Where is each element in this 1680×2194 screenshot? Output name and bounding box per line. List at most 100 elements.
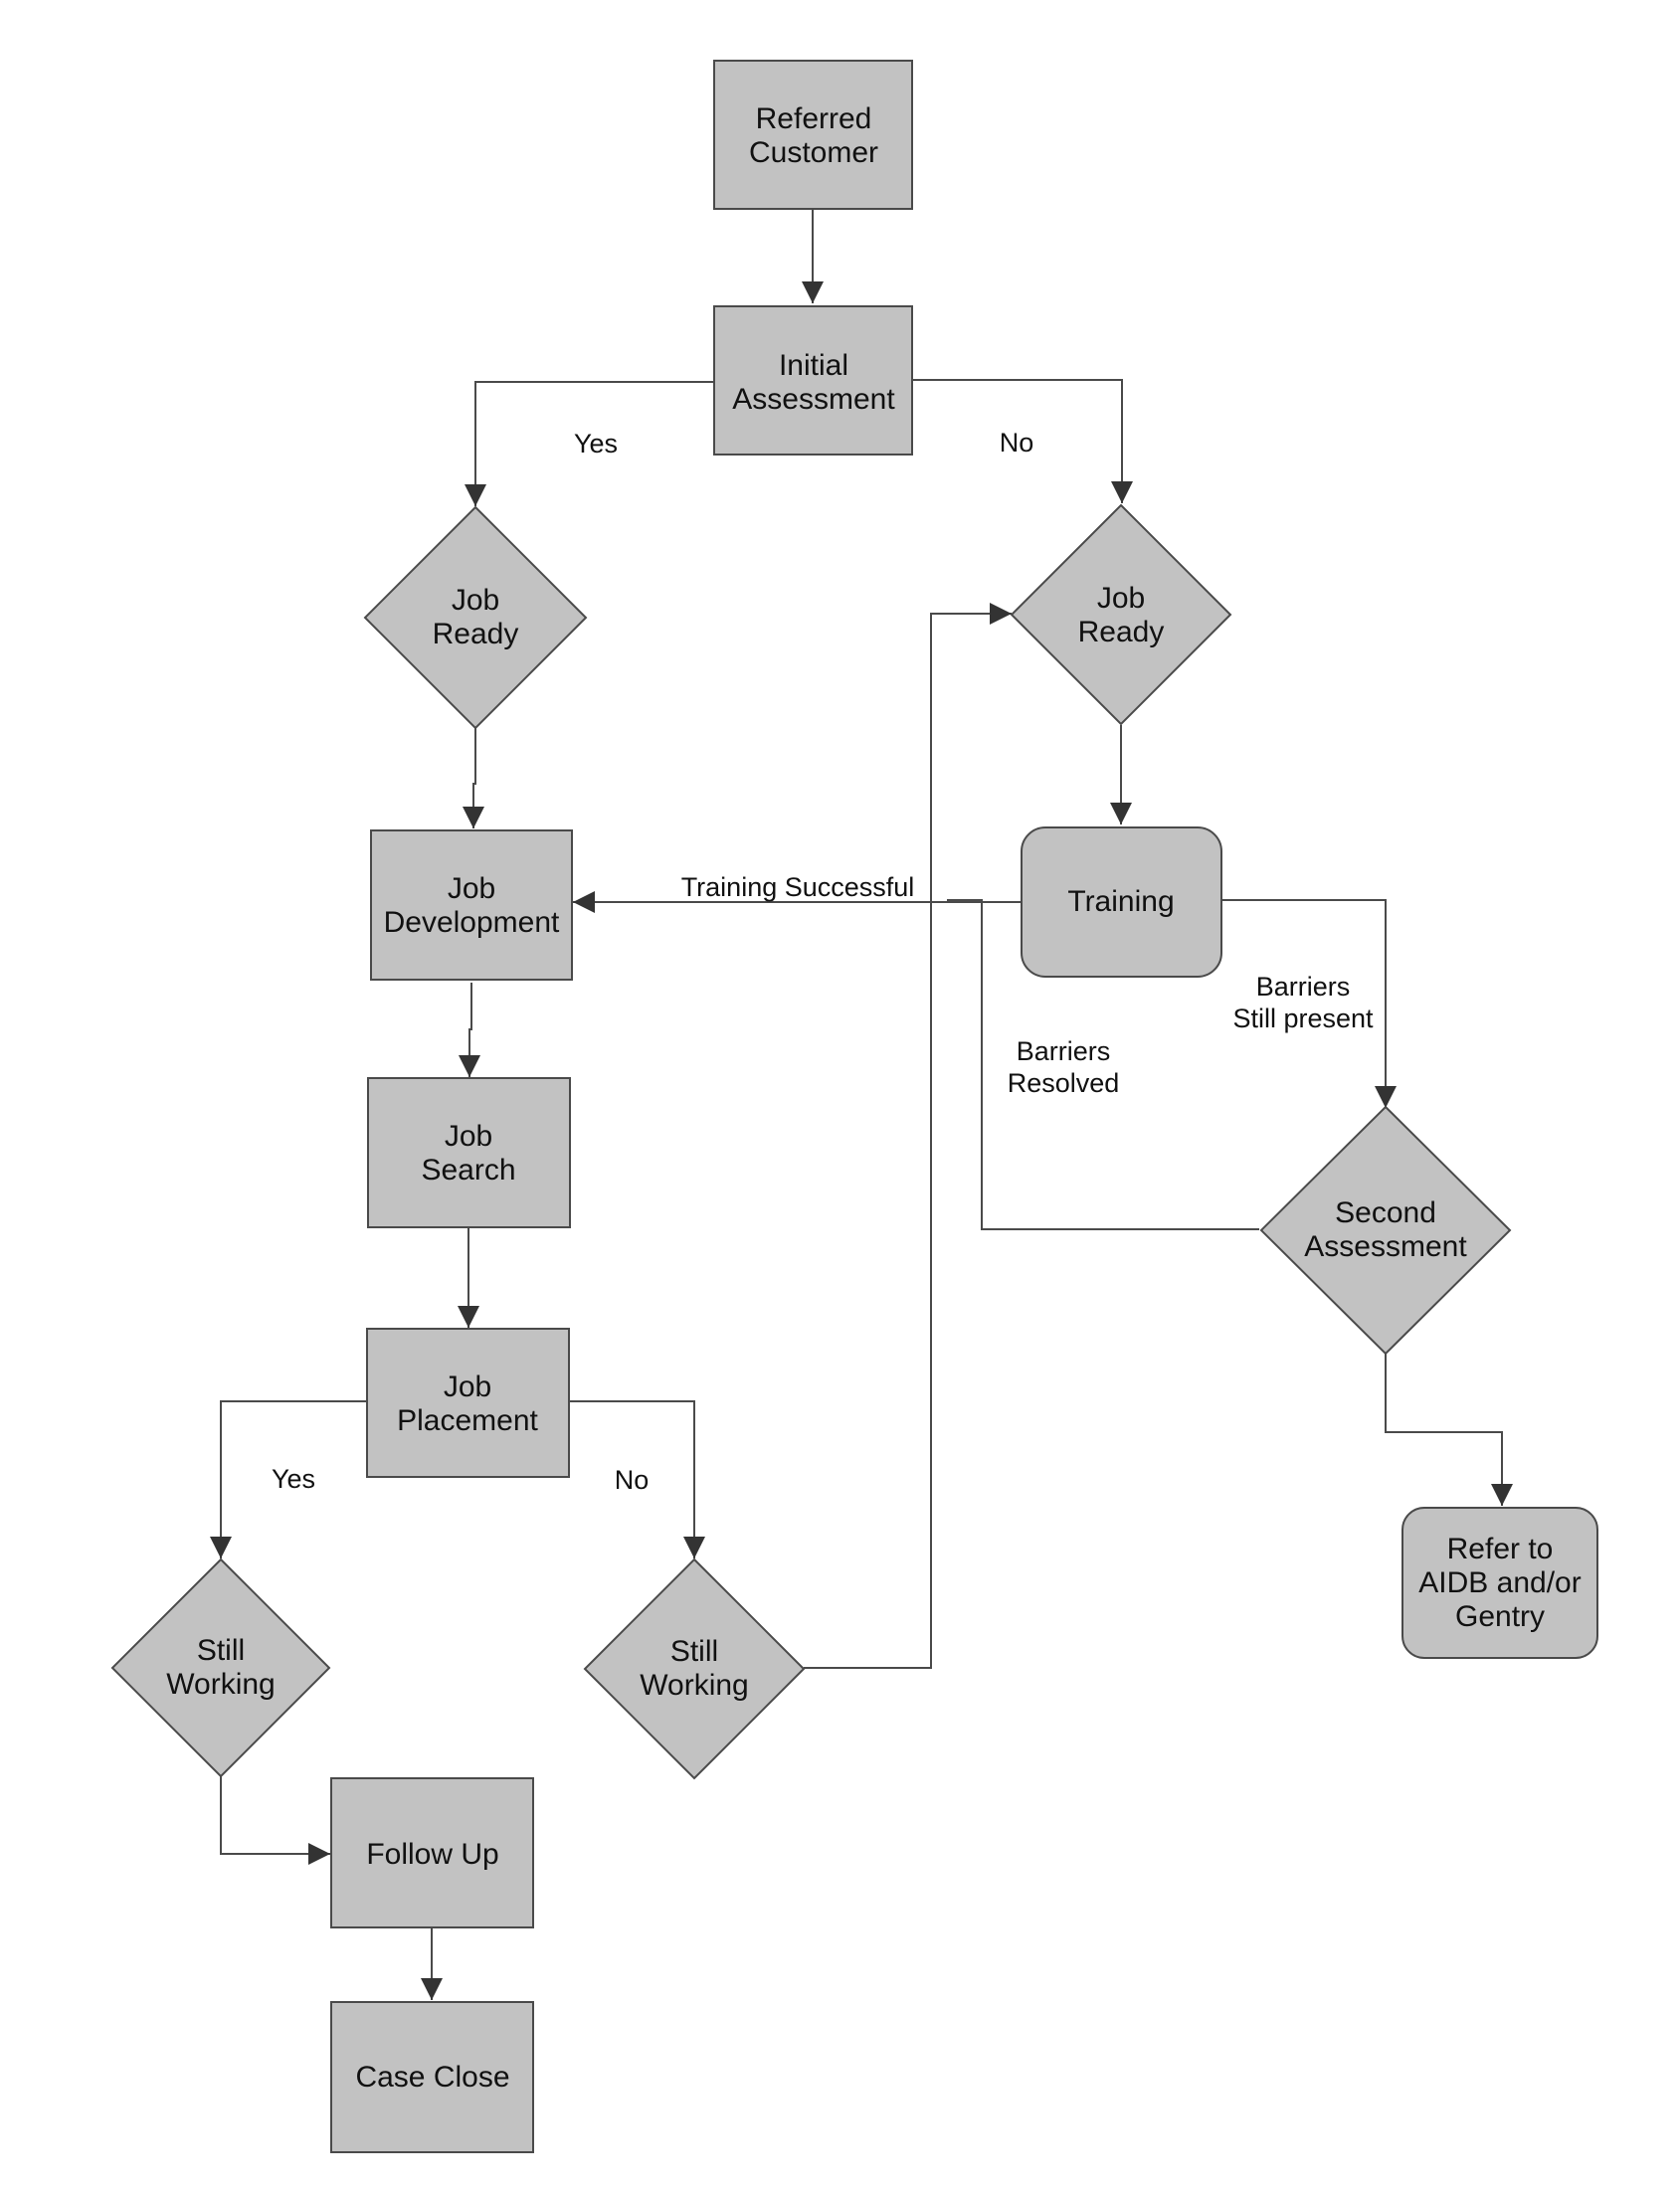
label-line: Job bbox=[448, 872, 495, 905]
arrowhead bbox=[683, 1537, 705, 1558]
node-refer-to bbox=[1401, 1507, 1598, 1659]
node-job-placement bbox=[366, 1328, 570, 1478]
label-case-close: Case Close bbox=[355, 2061, 509, 2094]
label-follow-up: Follow Up bbox=[366, 1838, 498, 1871]
arrowhead bbox=[573, 891, 595, 913]
node-case-close bbox=[330, 2001, 534, 2153]
label-training: Training bbox=[1067, 885, 1174, 918]
arrowhead bbox=[463, 807, 484, 828]
edge-job-placement-no-to-still-working-right bbox=[569, 1400, 695, 1558]
edge-label-no-placement: No bbox=[615, 1465, 650, 1495]
node-job-search bbox=[367, 1077, 571, 1228]
edge-still-working-left-to-follow-up bbox=[220, 1776, 330, 1855]
node-second-assessment bbox=[1259, 1105, 1512, 1356]
edge-label-no-initial: No bbox=[1000, 428, 1034, 457]
label-line: Working bbox=[166, 1668, 275, 1701]
label-line: Barriers bbox=[1256, 972, 1351, 1002]
label-line: Refer to bbox=[1447, 1533, 1554, 1565]
edge-job-placement-yes-to-still-working-left bbox=[220, 1400, 366, 1558]
label-line: Assessment bbox=[732, 383, 895, 416]
node-job-ready-left bbox=[363, 505, 588, 730]
edge-job-development-to-job-search bbox=[468, 983, 472, 1077]
edge-label-yes-initial: Yes bbox=[574, 429, 618, 458]
edge-label-yes-placement: Yes bbox=[272, 1464, 315, 1494]
edge-job-ready-left-to-job-development bbox=[472, 728, 476, 828]
arrowhead bbox=[990, 603, 1012, 625]
label-line: Ready bbox=[433, 618, 519, 650]
node-referred-customer bbox=[713, 60, 913, 210]
label-line: Job bbox=[445, 1120, 492, 1153]
label-line: AIDB and/or bbox=[1418, 1566, 1581, 1599]
arrowhead bbox=[421, 1978, 443, 2000]
arrowhead bbox=[1111, 481, 1133, 503]
label-line: Still bbox=[670, 1635, 718, 1668]
label-line: Job bbox=[444, 1371, 491, 1403]
node-initial-assessment bbox=[713, 305, 913, 456]
nodes bbox=[110, 60, 1598, 2153]
node-still-working-left bbox=[110, 1557, 331, 1778]
arrowhead bbox=[459, 1055, 480, 1077]
label-line: Job bbox=[452, 584, 499, 617]
label-line: Gentry bbox=[1455, 1600, 1545, 1633]
label-line: Ready bbox=[1078, 616, 1165, 648]
edge-training-barriers-to-second-assessment bbox=[1221, 899, 1387, 1108]
arrowhead bbox=[308, 1843, 330, 1865]
node-follow-up bbox=[330, 1777, 534, 1928]
node-job-ready-right bbox=[1010, 503, 1232, 726]
arrowhead bbox=[210, 1537, 232, 1558]
label-line: Yes bbox=[574, 429, 618, 458]
label-line: Barriers bbox=[1017, 1036, 1111, 1066]
edge-initial-no-to-job-ready-right bbox=[912, 379, 1123, 503]
label-line: Customer bbox=[749, 136, 878, 169]
label-line: Case Close bbox=[355, 2061, 509, 2094]
arrowhead bbox=[458, 1306, 479, 1328]
label-line: Working bbox=[640, 1669, 748, 1702]
label-line: Job bbox=[1097, 582, 1145, 615]
label-line: Second bbox=[1335, 1196, 1436, 1229]
arrowhead bbox=[1375, 1086, 1397, 1108]
label-line: Follow Up bbox=[366, 1838, 498, 1871]
edge-still-working-right-to-job-ready-right bbox=[804, 613, 1012, 1669]
edge-second-assessment-resolved-to-job-development bbox=[947, 899, 1259, 1230]
label-line: Assessment bbox=[1304, 1230, 1467, 1263]
arrowhead bbox=[802, 281, 824, 303]
label-line: No bbox=[1000, 428, 1034, 457]
label-line: Training bbox=[1067, 885, 1174, 918]
label-line: Placement bbox=[397, 1404, 538, 1437]
node-training bbox=[1021, 826, 1222, 978]
edge-second-assessment-to-refer bbox=[1385, 1354, 1503, 1506]
edge-label-training-successful: Training Successful bbox=[681, 872, 915, 902]
node-job-development bbox=[370, 829, 573, 981]
node-still-working-right bbox=[583, 1557, 806, 1780]
edge-initial-yes-to-job-ready-left bbox=[474, 381, 714, 506]
label-line: Training Successful bbox=[681, 872, 915, 902]
label-line: Development bbox=[384, 906, 560, 939]
label-line: Search bbox=[421, 1154, 515, 1187]
label-line: Still present bbox=[1232, 1004, 1374, 1033]
label-line: Initial bbox=[779, 349, 848, 382]
label-line: Referred bbox=[756, 102, 872, 135]
label-line: Resolved bbox=[1008, 1068, 1120, 1098]
label-line: Still bbox=[197, 1634, 245, 1667]
label-line: No bbox=[615, 1465, 650, 1495]
arrowhead bbox=[1491, 1484, 1513, 1506]
connectors bbox=[210, 210, 1513, 2000]
label-line: Yes bbox=[272, 1464, 315, 1494]
arrowhead bbox=[1110, 803, 1132, 824]
